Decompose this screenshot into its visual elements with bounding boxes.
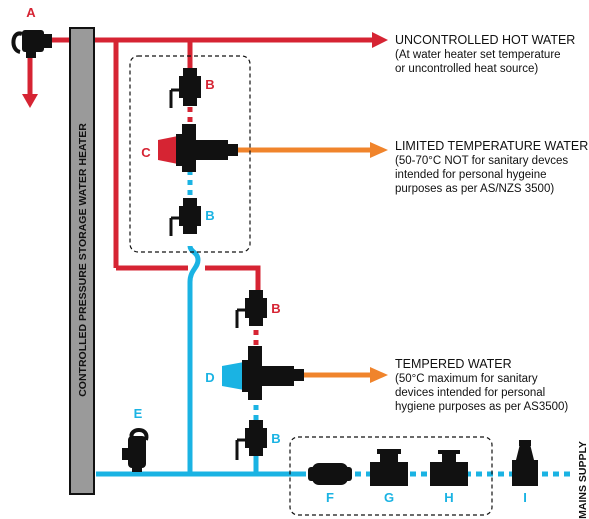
- drain-arrowhead: [22, 94, 38, 108]
- tempered-line-1: (50°C maximum for sanitary: [395, 373, 538, 385]
- limited-title: LIMITED TEMPERATURE WATER: [395, 139, 588, 153]
- label-f: F: [326, 490, 334, 505]
- label-d: D: [205, 370, 214, 385]
- valve-i: [512, 440, 538, 486]
- label-b-upper-hot: B: [205, 77, 214, 92]
- tempered-line-3: hygiene purposes as per AS3500): [395, 401, 568, 413]
- valve-f: [308, 463, 352, 485]
- water-heater: [69, 27, 95, 495]
- label-a: A: [26, 5, 36, 20]
- label-e: E: [134, 406, 143, 421]
- limited-temperature-water-text: LIMITED TEMPERATURE WATER (50-70°C NOT f…: [395, 139, 588, 195]
- label-i: I: [523, 490, 527, 505]
- supply-valves-group-box: [289, 436, 493, 516]
- limited-line-3: purposes as per AS/NZS 3500): [395, 183, 554, 195]
- heater-label: CONTROLLED PRESSURE STORAGE WATER HEATER: [77, 123, 89, 397]
- valve-a: [11, 30, 52, 58]
- valve-h: [430, 450, 468, 486]
- cold-water-pipes: [96, 170, 575, 477]
- valve-e: [122, 428, 149, 472]
- hot-water-pipes: [50, 37, 375, 345]
- valve-b-lower-hot: [235, 290, 267, 328]
- limited-line-2: intended for personal hygeine: [395, 169, 547, 181]
- valve-d: [222, 346, 304, 400]
- valve-c: [158, 124, 238, 172]
- valve-g: [370, 449, 408, 486]
- uncontrolled-hot-water-text: UNCONTROLLED HOT WATER (At water heater …: [395, 33, 575, 75]
- valve-b-lower-cold: [235, 420, 267, 460]
- limited-temperature-group-box: [129, 55, 251, 253]
- uncontrolled-line-1: (At water heater set temperature: [395, 49, 561, 61]
- valve-b-upper-hot: [169, 68, 201, 108]
- label-b-upper-cold: B: [205, 208, 214, 223]
- cold-riser: [187, 245, 201, 474]
- uncontrolled-arrowhead: [372, 32, 388, 48]
- hot-crossover: [184, 265, 261, 290]
- tempered-line-2: devices intended for personal: [395, 387, 545, 399]
- limited-arrowhead: [370, 142, 388, 158]
- limited-line-1: (50-70°C NOT for sanitary devces: [395, 155, 568, 167]
- valve-b-upper-cold: [169, 198, 201, 236]
- label-h: H: [444, 490, 453, 505]
- label-c: C: [141, 145, 151, 160]
- label-g: G: [384, 490, 394, 505]
- uncontrolled-line-2: or uncontrolled heat source): [395, 63, 538, 75]
- tempered-arrowhead: [370, 367, 388, 383]
- mains-supply-label: MAINS SUPPLY: [577, 441, 589, 519]
- tempered-title: TEMPERED WATER: [395, 357, 512, 371]
- tempered-water-text: TEMPERED WATER (50°C maximum for sanitar…: [395, 357, 568, 413]
- label-b-lower-hot: B: [271, 301, 280, 316]
- label-b-lower-cold: B: [271, 431, 280, 446]
- uncontrolled-title: UNCONTROLLED HOT WATER: [395, 33, 575, 47]
- output-pipes: [238, 142, 388, 383]
